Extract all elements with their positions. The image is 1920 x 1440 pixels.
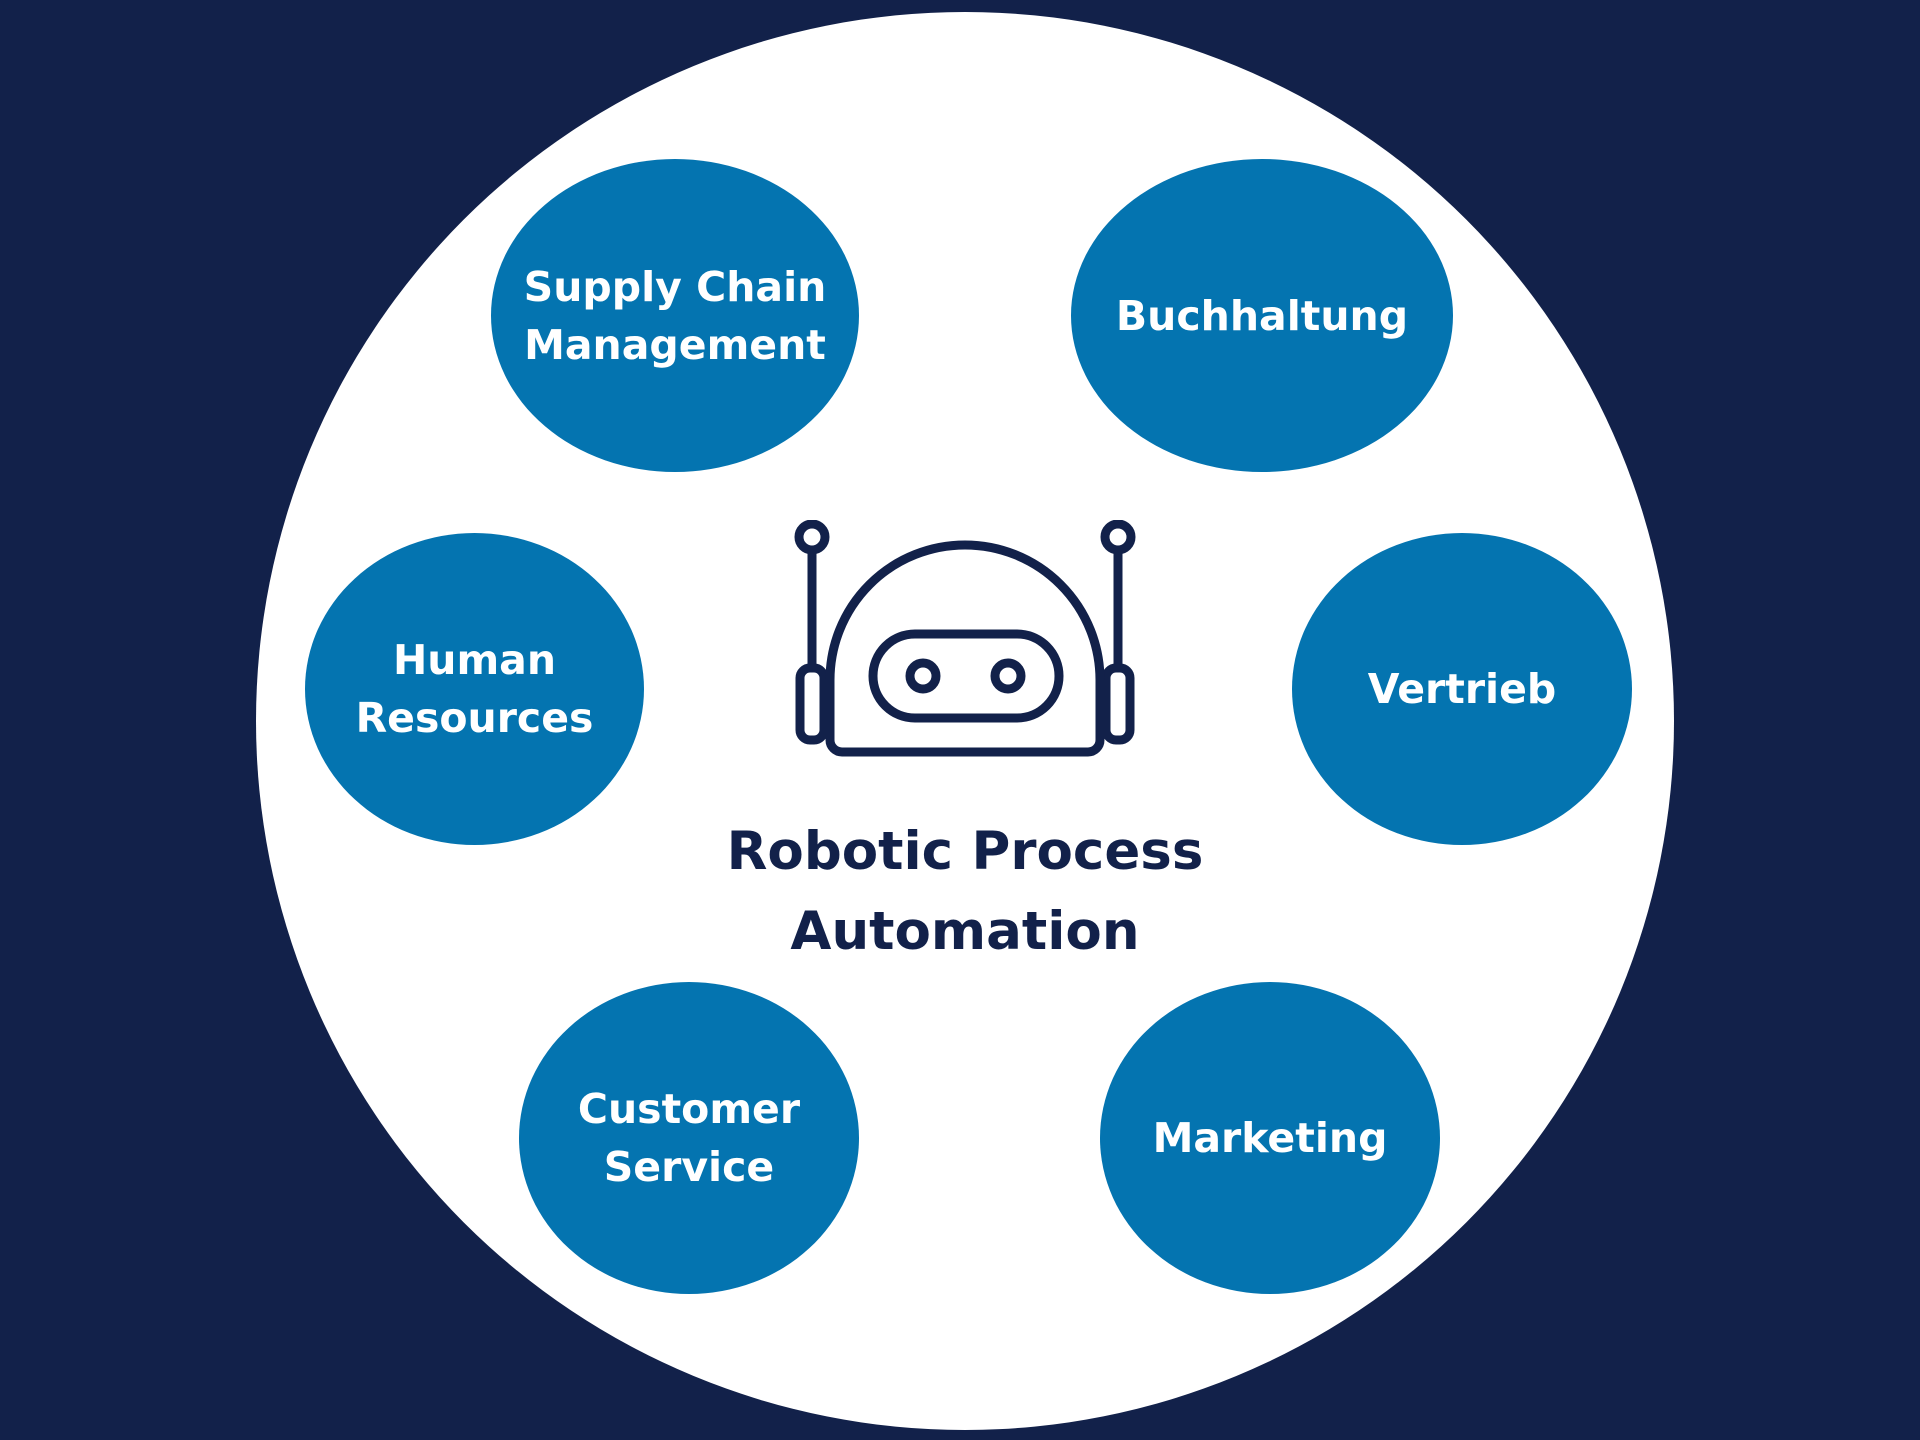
- node-human-resources[interactable]: Human Resources: [305, 533, 644, 845]
- node-label: Human Resources: [355, 636, 594, 742]
- node-supply-chain-management[interactable]: Supply Chain Management: [491, 159, 859, 472]
- node-label: Supply Chain Management: [523, 262, 827, 369]
- node-label: Customer Service: [577, 1085, 801, 1191]
- node-label: Vertrieb: [1367, 665, 1557, 713]
- node-buchhaltung[interactable]: Buchhaltung: [1071, 159, 1453, 472]
- node-label: Marketing: [1152, 1114, 1388, 1162]
- node-vertrieb[interactable]: Vertrieb: [1292, 533, 1632, 845]
- robot-icon: [794, 520, 1136, 757]
- center-title: Robotic Process Automation: [726, 821, 1204, 962]
- node-marketing[interactable]: Marketing: [1100, 982, 1440, 1294]
- node-customer-service[interactable]: Customer Service: [519, 982, 859, 1294]
- node-label: Buchhaltung: [1115, 291, 1409, 340]
